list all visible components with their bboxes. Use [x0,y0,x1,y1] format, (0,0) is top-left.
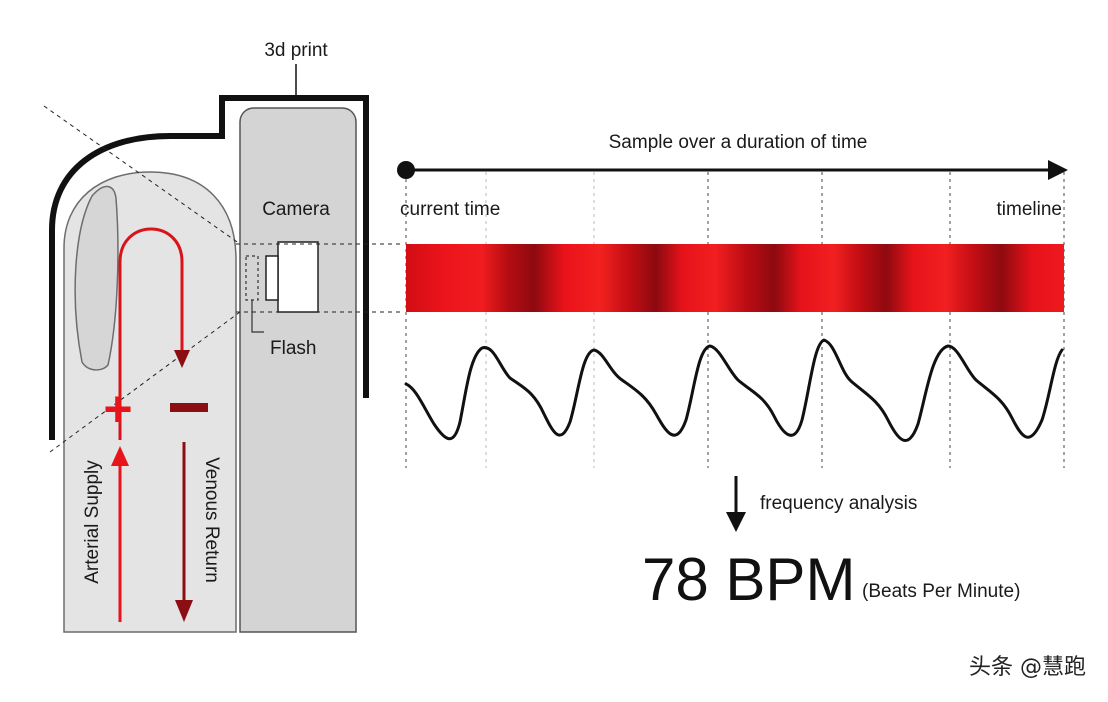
fingernail [74,185,119,371]
watermark: 头条 @慧跑 [969,655,1086,680]
blood-flow-loop [118,227,184,440]
color-intensity-band [406,244,1064,312]
flash-callout [251,300,264,333]
minus-sign [170,403,208,412]
sample-duration-label: Sample over a duration of time [609,132,868,153]
bpm-value: 78 BPM [642,546,855,613]
venous-return-label: Venous Return [201,457,222,583]
flash-label: Flash [270,338,316,359]
timeline-label: timeline [997,199,1062,220]
ppg-waveform [404,338,1064,442]
frequency-analysis-label: frequency analysis [760,493,917,514]
blood-flow-loop-arrow-icon [174,350,190,368]
camera-icon [277,241,319,313]
bpm-caption: (Beats Per Minute) [862,581,1020,602]
current-time-label: current time [400,199,500,220]
camera-lens [265,255,279,301]
3d-print-label: 3d print [264,40,328,61]
3d-print-holder [49,95,369,440]
arterial-supply-label: Arterial Supply [82,460,103,584]
camera-label: Camera [262,199,330,220]
frequency-arrowhead [726,512,746,532]
timeline-arrowhead [1048,160,1068,180]
arterial-arrowhead [111,446,129,466]
plus-sign: + [103,381,132,437]
phone-device [239,107,357,633]
venous-arrowhead [175,600,193,622]
time-markers [405,172,1065,468]
